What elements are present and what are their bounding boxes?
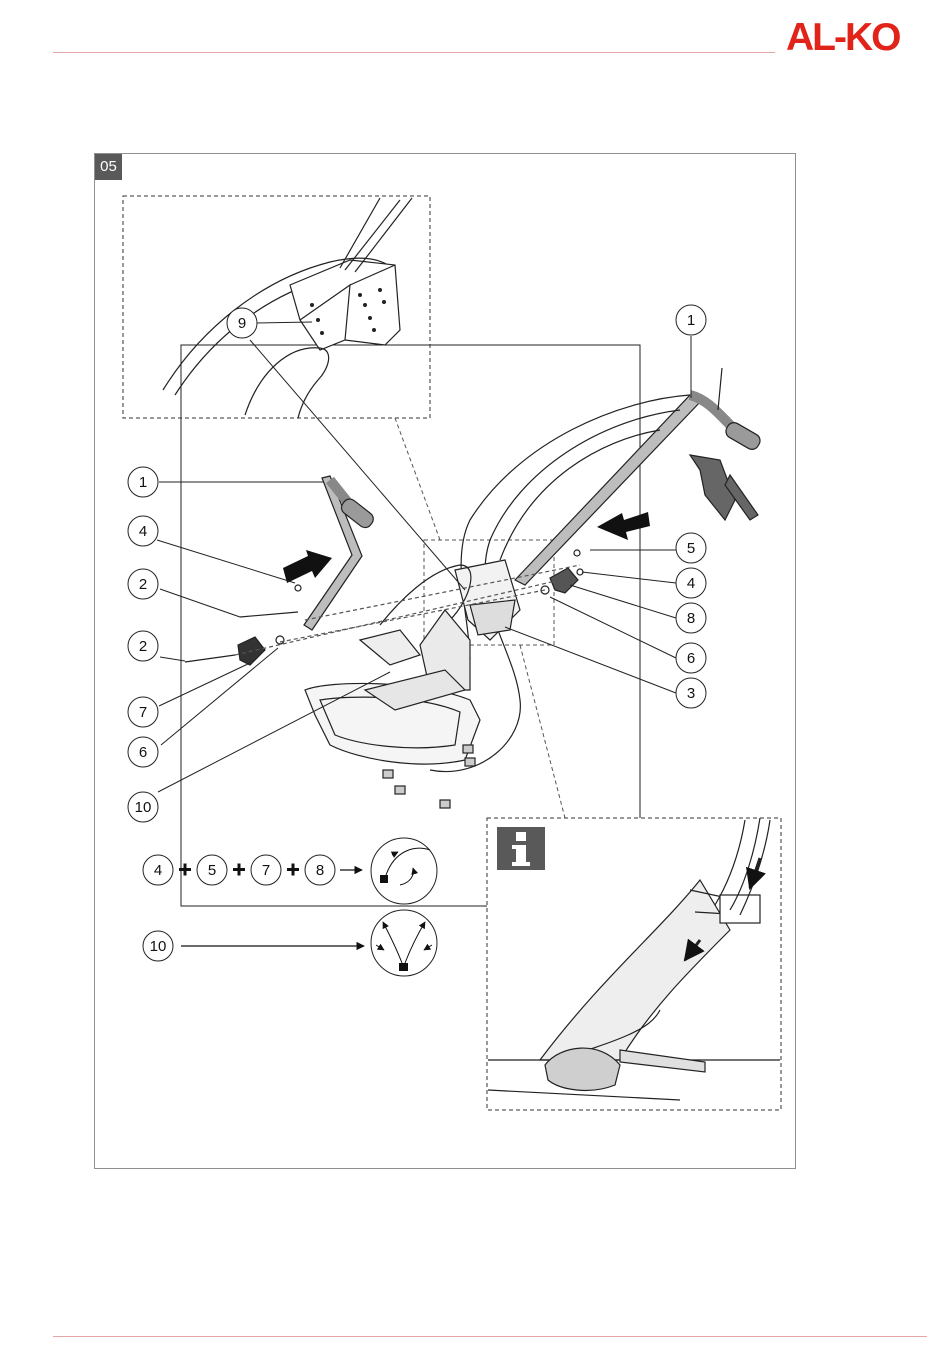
legend-part-10: 10 [150,938,167,955]
callout-6-right: 6 [687,650,695,667]
callout-6-left: 6 [139,744,147,761]
legend-part-8: 8 [316,862,324,879]
pivot-arrows-icon [371,910,437,976]
legend-row-1: 4 5 7 8 [143,838,437,904]
callout-4-left: 4 [139,523,147,540]
callout-9: 9 [238,315,246,332]
main-assembly-drawing [185,368,763,808]
info-icon [497,827,545,870]
insert-arrow-left [283,550,332,583]
callout-7: 7 [139,704,147,721]
callout-10: 10 [135,799,152,816]
callout-1-left: 1 [139,474,147,491]
legend-row-2: 10 [143,910,437,976]
footer-rule [53,1336,927,1337]
rotate-arrow-icon [371,838,437,904]
callout-2-upper: 2 [139,576,147,593]
callout-2-lower: 2 [139,638,147,655]
callout-8: 8 [687,610,695,627]
insert-arrow-right [597,512,650,540]
callout-1-right: 1 [687,312,695,329]
callout-5: 5 [687,540,695,557]
callout-3: 3 [687,685,695,702]
callout-4-right: 4 [687,575,695,592]
legend-part-7: 7 [262,862,270,879]
legend-part-4: 4 [154,862,162,879]
bracket-detail-drawing [163,198,412,418]
legend-part-5: 5 [208,862,216,879]
